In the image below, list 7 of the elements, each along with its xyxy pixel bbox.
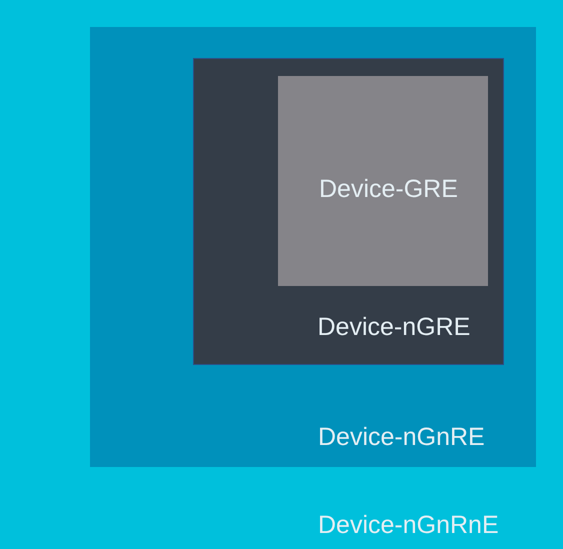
region-label: Device-nGnRE (318, 422, 485, 452)
nested-region-box (193, 58, 504, 365)
region-label: Device-GRE (319, 174, 458, 204)
nested-region-box (278, 76, 488, 286)
region-label: Device-nGnRnE (318, 510, 499, 540)
region-label: Device-nGRE (318, 312, 470, 342)
nested-region-box (90, 27, 536, 467)
